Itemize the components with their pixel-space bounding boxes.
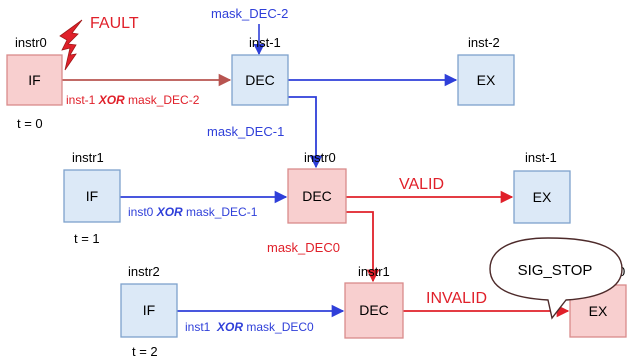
edge-label-row2-xor: XOR — [216, 320, 243, 334]
edge-label-row0: inst-1 XOR mask_DEC-2 — [66, 93, 200, 107]
label-instr2: instr2 — [128, 264, 160, 279]
label-time-row1: t = 1 — [74, 231, 100, 246]
label-instr0: instr0 — [15, 35, 47, 50]
mask-dec-minus2-label: mask_DEC-2 — [211, 6, 288, 21]
stage-ex-row1 — [513, 170, 571, 224]
stage-dec-row0 — [231, 54, 289, 106]
edge-label-row1: inst0 XOR mask_DEC-1 — [128, 205, 258, 219]
stage-if-row0 — [6, 54, 63, 106]
stage-dec-row0-label: DEC — [245, 72, 275, 88]
label-instr1: instr1 — [72, 150, 104, 165]
arrow-row1-dec-to-row2-dec — [346, 211, 380, 283]
stage-ex-row1-label: EX — [533, 189, 552, 205]
stage-dec-row2 — [344, 282, 404, 339]
edge-label-row2-post: mask_DEC0 — [243, 320, 314, 334]
edge-label-row2: inst1 XOR mask_DEC0 — [185, 320, 314, 334]
edge-label-row2-pre: inst1 — [185, 320, 217, 334]
edge-label-row1-pre: inst0 — [128, 205, 157, 219]
label-dec-top-row1: instr0 — [304, 150, 336, 165]
stage-dec-row1-label: DEC — [302, 188, 332, 204]
mask-dec-minus1-label: mask_DEC-1 — [207, 124, 284, 139]
stage-ex-row2-label: EX — [589, 303, 608, 319]
stage-dec-row1 — [287, 168, 347, 224]
stage-if-row2-label: IF — [143, 302, 155, 318]
stage-if-row1 — [63, 169, 121, 223]
speech-bubble — [489, 237, 623, 320]
label-ex-top-row1: inst-1 — [525, 150, 557, 165]
fault-label: FAULT — [90, 15, 139, 32]
stage-if-row2 — [120, 283, 178, 338]
edge-label-row1-xor: XOR — [156, 205, 183, 219]
stage-if-row1-label: IF — [86, 188, 98, 204]
edge-label-row0-post: mask_DEC-2 — [125, 93, 200, 107]
stage-ex-row0 — [457, 54, 515, 106]
valid-label: VALID — [399, 176, 444, 193]
stage-if-row0-label: IF — [28, 72, 40, 88]
mask-dec0-label: mask_DEC0 — [267, 240, 340, 255]
label-dec-top-row0: inst-1 — [249, 35, 281, 50]
edge-label-row1-post: mask_DEC-1 — [183, 205, 258, 219]
label-dec-top-row2: instr1 — [358, 264, 390, 279]
lightning-bolt-icon — [59, 19, 83, 71]
sig-stop-label: SIG_STOP — [518, 262, 593, 279]
stage-ex-row0-label: EX — [477, 72, 496, 88]
edge-label-row0-xor: XOR — [98, 93, 125, 107]
edge-label-row0-pre: inst-1 — [66, 93, 99, 107]
arrow-row0-dec-to-row1-dec — [288, 96, 323, 169]
invalid-label: INVALID — [426, 290, 487, 307]
label-ex-top-row0: inst-2 — [468, 35, 500, 50]
stage-dec-row2-label: DEC — [359, 302, 389, 318]
label-time-row2: t = 2 — [132, 344, 158, 359]
label-time-row0: t = 0 — [17, 116, 43, 131]
